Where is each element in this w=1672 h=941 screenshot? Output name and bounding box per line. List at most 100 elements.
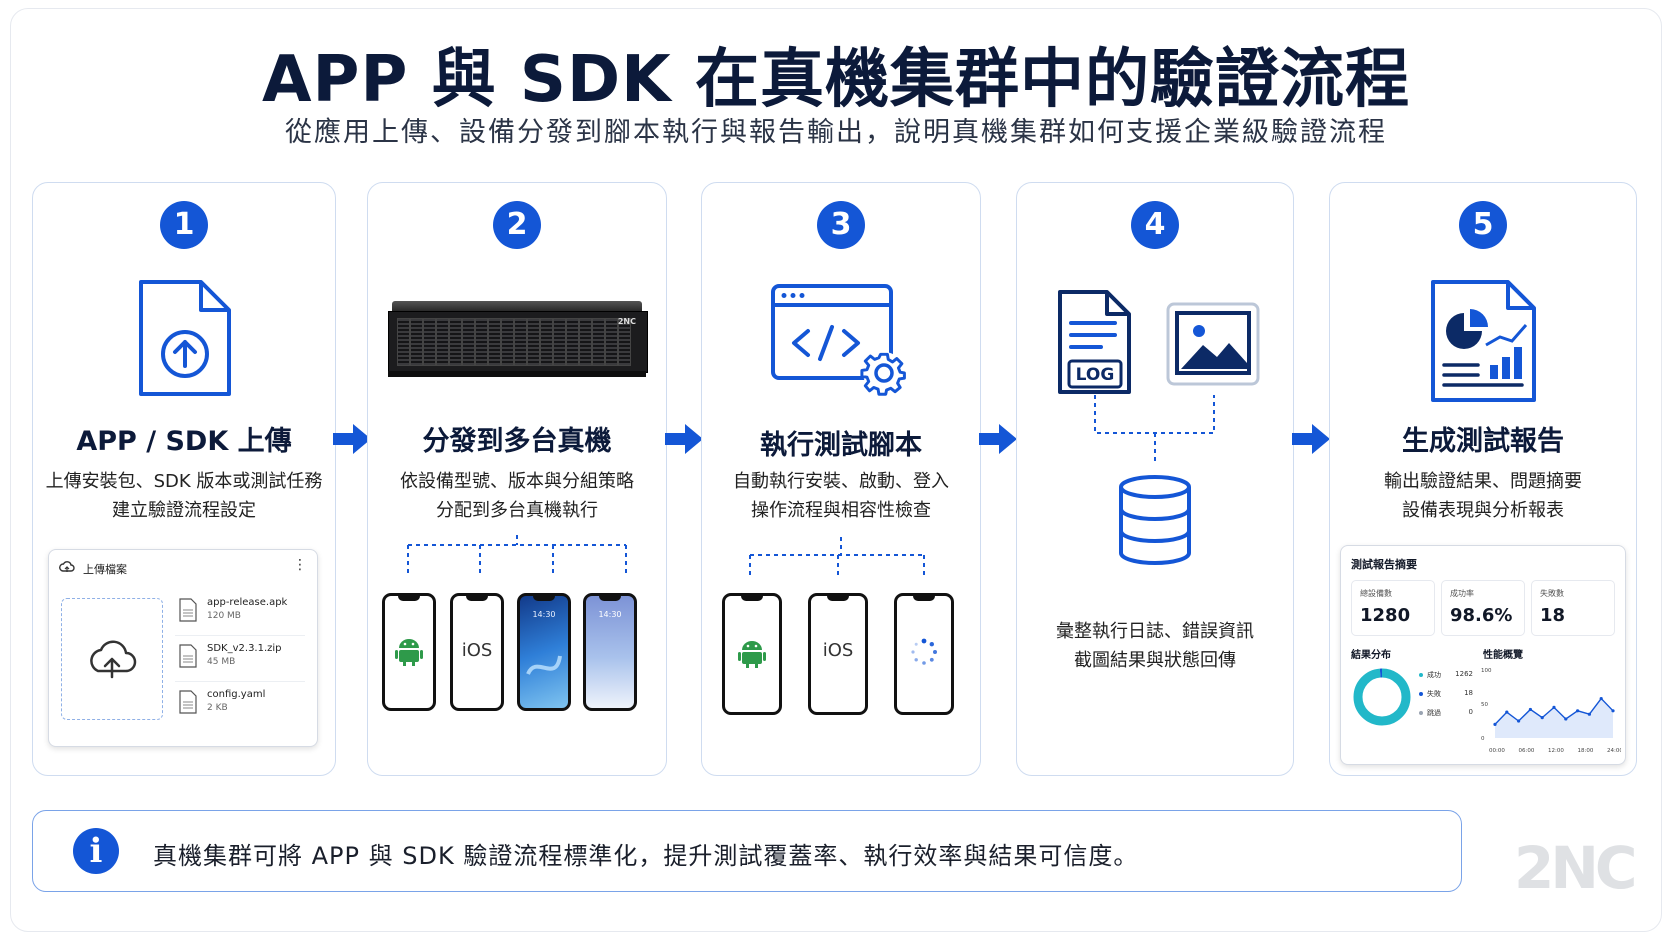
code-settings-icon: [771, 284, 906, 396]
step-desc-1-line2: 建立驗證流程設定: [112, 500, 256, 521]
file-item[interactable]: SDK_v2.3.1.zip 45 MB: [175, 636, 305, 682]
more-options-icon[interactable]: ⋮: [293, 557, 307, 573]
server-rack-icon: 2NC: [388, 301, 648, 379]
perf-area: [1495, 698, 1613, 738]
distribution-connector: [407, 535, 627, 577]
step-card-1: 1 APP / SDK 上傳 上傳安裝包、SDK 版本或測試任務 建立驗證流程設…: [32, 182, 336, 776]
stat-value: 1280: [1360, 605, 1411, 626]
step-number-3: 3: [817, 201, 865, 249]
drive-bay: [449, 318, 462, 366]
ios-phone: iOS: [808, 593, 868, 715]
file-name: app-release.apk: [207, 597, 288, 608]
perf-point: [1587, 712, 1591, 716]
drive-bay: [475, 318, 488, 366]
phone-clock: 14:30: [532, 610, 556, 619]
y-tick-label: 50: [1481, 702, 1488, 708]
file-item[interactable]: config.yaml 2 KB: [175, 682, 305, 727]
donut-slice: [1353, 668, 1411, 726]
cloud-upload-icon: [90, 640, 137, 679]
legend-label: 跳過: [1427, 709, 1441, 717]
drive-bay: [566, 318, 579, 366]
page-subtitle: 從應用上傳、設備分發到腳本執行與報告輸出，說明真機集群如何支援企業級驗證流程: [285, 117, 1387, 148]
upload-panel[interactable]: 上傳檔案 ⋮ app-release.apk 120 MB SDK_v2.3.1…: [48, 549, 318, 747]
step-desc-1: 上傳安裝包、SDK 版本或測試任務 建立驗證流程設定: [33, 467, 335, 525]
drive-bay: [436, 318, 449, 366]
step-card-2: 2 2NC 分發到多台真機 依設備型號、版本與分組策略 分配到多台真機執行 iO…: [367, 182, 667, 776]
database-icon: [1119, 475, 1191, 565]
phone-wallpaper-sky: 14:30: [583, 593, 637, 711]
android-icon: [738, 641, 766, 668]
ios-label: iOS: [461, 640, 493, 661]
step-desc-3-line2: 操作流程與相容性檢查: [751, 500, 931, 521]
drop-zone[interactable]: [61, 598, 163, 720]
step-title-2: 分發到多台真機: [422, 426, 612, 457]
legend-value: 1262: [1455, 670, 1473, 678]
step-number-4: 4: [1131, 201, 1179, 249]
step-desc-5-line2: 設備表現與分析報表: [1402, 500, 1564, 521]
loading-phone: [894, 593, 954, 715]
step-desc-4-line2: 截圖結果與狀態回傳: [1074, 650, 1236, 671]
step-desc-3: 自動執行安裝、啟動、登入 操作流程與相容性檢查: [702, 467, 980, 525]
drive-bay: [410, 318, 423, 366]
stat-card: 失敗數 18: [1531, 580, 1615, 636]
log-file-icon: [1058, 290, 1131, 394]
x-tick-label: 06:00: [1519, 748, 1535, 754]
report-panel: 測試報告摘要 總設備數 1280 成功率 98.6% 失敗數 18 結果分布 成…: [1340, 545, 1626, 765]
step-desc-5: 輸出驗證結果、問題摘要 設備表現與分析報表: [1330, 467, 1636, 525]
arrow-right-icon: [333, 424, 371, 454]
aggregation-connector: [1094, 395, 1215, 461]
ios-phone: iOS: [450, 593, 504, 711]
stat-value: 98.6%: [1450, 605, 1513, 626]
legend-dot: [1419, 692, 1423, 696]
file-size: 120 MB: [207, 611, 241, 621]
step-card-4: 4 LOG 彙整執行日誌、錯誤資訊 截圖結果與狀態回傳: [1016, 182, 1294, 776]
step-desc-5-line1: 輸出驗證結果、問題摘要: [1384, 471, 1582, 492]
brand-watermark: 2NC: [1514, 834, 1637, 902]
step-desc-2: 依設備型號、版本與分組策略 分配到多台真機執行: [368, 467, 666, 525]
legend-value: 18: [1464, 689, 1473, 697]
file-icon: [179, 598, 197, 622]
x-tick-label: 24:00: [1607, 748, 1621, 754]
step-number-2: 2: [493, 201, 541, 249]
drive-bay: [488, 318, 501, 366]
step-number-1: 1: [160, 201, 208, 249]
loading-spinner-icon: [911, 638, 937, 665]
drive-bay: [618, 318, 631, 366]
step-title-3: 執行測試腳本: [760, 430, 922, 461]
perf-point: [1552, 705, 1556, 709]
step-number-5: 5: [1459, 201, 1507, 249]
cloud-icon: [59, 561, 75, 572]
drive-bay: [553, 318, 566, 366]
result-donut-chart: [1353, 668, 1411, 726]
file-icon: [179, 644, 197, 668]
legend-item: 成功 1262: [1419, 670, 1473, 689]
file-icon: [179, 690, 197, 714]
perf-point: [1576, 709, 1580, 713]
stat-label: 失敗數: [1540, 589, 1564, 598]
info-icon: i: [73, 828, 119, 874]
log-label: LOG: [1075, 365, 1115, 385]
y-tick-label: 0: [1481, 736, 1485, 742]
perf-point: [1517, 719, 1521, 723]
server-brand-label: 2NC: [617, 317, 636, 326]
file-name: SDK_v2.3.1.zip: [207, 643, 282, 654]
step-title-5: 生成測試報告: [1402, 426, 1564, 457]
step-card-3: 3 執行測試腳本 自動執行安裝、啟動、登入 操作流程與相容性檢查 i: [701, 182, 981, 776]
phone-clock: 14:30: [598, 610, 622, 619]
dist-title: 結果分布: [1351, 650, 1391, 661]
drive-bay: [462, 318, 475, 366]
arrow-right-icon: [665, 424, 703, 454]
file-item[interactable]: app-release.apk 120 MB: [175, 590, 305, 636]
perf-point: [1505, 710, 1509, 714]
drive-bay: [397, 318, 410, 366]
legend-label: 成功: [1427, 671, 1441, 679]
perf-point: [1540, 716, 1544, 720]
drive-bay: [540, 318, 553, 366]
android-phone: [722, 593, 782, 715]
perf-title: 性能概覽: [1483, 650, 1523, 661]
perf-point: [1564, 717, 1568, 721]
x-tick-label: 00:00: [1489, 748, 1505, 754]
arrow-right-icon: [1292, 424, 1330, 454]
